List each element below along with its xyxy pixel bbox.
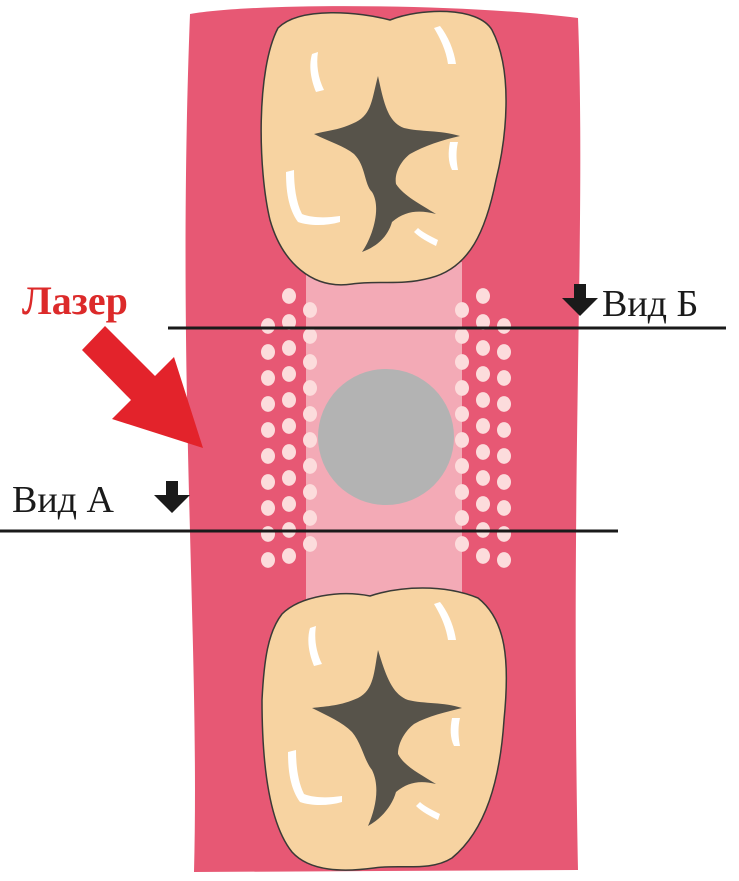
dot: [497, 344, 511, 360]
implant-circle: [318, 369, 454, 505]
dot: [476, 392, 490, 408]
dot: [497, 526, 511, 542]
dot: [282, 496, 296, 512]
dot: [303, 354, 317, 370]
dot: [455, 328, 469, 344]
dot: [282, 366, 296, 382]
dot: [497, 422, 511, 438]
dot: [497, 396, 511, 412]
dot: [282, 418, 296, 434]
dot: [303, 458, 317, 474]
dot: [476, 444, 490, 460]
lower-tooth: [261, 587, 508, 871]
dot: [497, 552, 511, 568]
dot: [455, 510, 469, 526]
dot: [476, 496, 490, 512]
dot: [476, 340, 490, 356]
arrow-down-icon: [562, 284, 598, 316]
dot: [455, 302, 469, 318]
dot: [303, 432, 317, 448]
dot: [455, 458, 469, 474]
dot: [303, 380, 317, 396]
dot: [476, 470, 490, 486]
dot: [476, 314, 490, 330]
dot: [455, 406, 469, 422]
dots-right: [455, 288, 511, 568]
dot: [303, 328, 317, 344]
upper-tooth: [260, 10, 507, 286]
dot: [282, 340, 296, 356]
dot: [455, 380, 469, 396]
dot: [476, 366, 490, 382]
dot: [261, 318, 275, 334]
dot: [303, 302, 317, 318]
dot: [476, 548, 490, 564]
dot: [497, 448, 511, 464]
dot: [455, 354, 469, 370]
view-b-label: Вид Б: [602, 283, 698, 325]
dot: [282, 288, 296, 304]
dot: [476, 288, 490, 304]
arrow-down-icon: [154, 481, 190, 513]
dot: [261, 422, 275, 438]
dot: [303, 510, 317, 526]
dot: [282, 548, 296, 564]
dot: [261, 474, 275, 490]
dot: [497, 370, 511, 386]
dot: [303, 406, 317, 422]
dot: [455, 432, 469, 448]
dot: [497, 474, 511, 490]
dot: [497, 318, 511, 334]
dot: [282, 470, 296, 486]
dot: [282, 314, 296, 330]
dot: [261, 370, 275, 386]
dot: [282, 444, 296, 460]
dot: [261, 552, 275, 568]
dot: [455, 536, 469, 552]
dot: [303, 536, 317, 552]
dots-left: [261, 288, 317, 568]
dot: [476, 418, 490, 434]
dot: [261, 448, 275, 464]
view-a-label: Вид А: [12, 479, 115, 521]
dot: [497, 500, 511, 516]
arrow-down-right-icon: [82, 326, 203, 448]
laser-label: Лазер: [22, 278, 128, 323]
dot: [303, 484, 317, 500]
dot: [261, 396, 275, 412]
dot: [261, 500, 275, 516]
dot: [282, 392, 296, 408]
dot: [261, 526, 275, 542]
dot: [261, 344, 275, 360]
dot: [455, 484, 469, 500]
